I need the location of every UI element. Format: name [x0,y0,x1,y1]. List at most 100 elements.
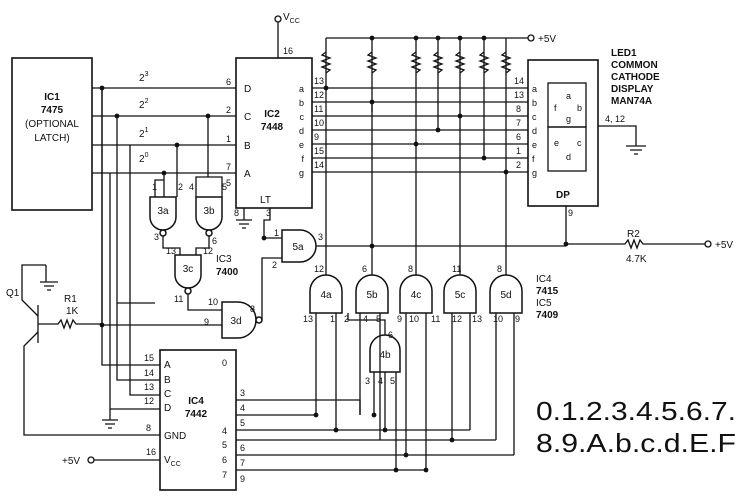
ic4-pin-13: 13 [144,382,154,392]
ic2-input-b: B [244,141,251,152]
ic2-input-d: D [244,84,251,95]
ic2-out-e: e [299,140,304,150]
ic3-name: IC3 [216,254,232,265]
ic4-gnd-label: GND [164,431,186,442]
bit-label-8: 23 [139,71,149,84]
gate-3c-pin-13: 13 [166,246,176,256]
bus-pin-11: 11 [314,104,323,114]
gate-5b-pin-4: 4 [363,314,368,324]
ic4-input-d: D [164,403,171,414]
bit-label-2: 21 [139,127,149,140]
gate-3b-pin-4: 4 [189,182,194,192]
led-seg-e: e [554,138,559,148]
ic4-ic5-label-4: 7409 [536,310,559,321]
ic2-input-c: C [244,112,251,123]
ic4-line-7: 7 [240,458,245,468]
bit-label-1: 20 [139,152,149,165]
ic1-note-1: (OPTIONAL [25,119,79,130]
gate-4b-pin-3: 3 [365,376,370,386]
ic4-pin-16: 16 [146,447,156,457]
led-pin-8: 8 [516,104,521,114]
ic2-out-f: f [301,154,304,164]
ic2-pin-1: 1 [226,134,231,144]
ic4-part: 7442 [185,409,208,420]
led-display: a b c d e f g a b f g e c d DP LED1 COMM… [527,48,733,265]
led-pin-14: 14 [514,76,524,86]
led-seg-label-b: b [532,98,537,108]
gate-3a-pin-1: 1 [152,182,157,192]
led-title-5: MAN74A [611,96,652,107]
ic2-out-a: a [299,84,304,94]
gate-3d-pin-10: 10 [208,297,218,307]
bus-pin-13: 13 [314,76,324,86]
gate-5b-pin-5: 5 [376,314,381,324]
gate-4b-label: 4b [379,350,391,361]
ic4-pin-12: 12 [144,396,154,406]
ic1-note-2: LATCH) [34,133,69,144]
gate-3a-pin-3: 3 [154,232,159,242]
led-seg-label-g: g [532,168,537,178]
ic2-part: 7448 [261,122,284,133]
gate-3b-pin-6: 6 [212,236,217,246]
led-seg-label-a: a [532,84,537,94]
gate-4c-label: 4c [411,290,422,301]
ic2-decoder: D C B A 6 2 1 7 5 IC2 7448 a b c d e f g… [226,12,313,239]
ic2-pin-7: 7 [226,162,231,172]
gate-4a-label: 4a [320,290,332,301]
bus-pin-10: 10 [314,118,324,128]
hex-digit-samples: 0.1.2.3.4.5.6.7. 8.9.A.b.c.d.E.F [536,396,736,458]
gate-4a-pin-2: 2 [344,314,349,324]
gate-4a-pin-1: 1 [330,314,335,324]
ic2-pin-16: 16 [283,46,293,56]
gate-5a-label: 5a [292,242,304,253]
gate-3c-pin-11: 11 [174,294,183,304]
led-cathode-pins: 4, 12 [605,114,625,124]
led-pin-13: 13 [514,90,524,100]
gate-5a-pin-2: 2 [272,260,277,270]
ic2-out-g: g [299,168,304,178]
gate-4b-pin-5: 5 [390,376,395,386]
led-seg-f: f [554,103,557,113]
ic4-pin-8: 8 [146,423,151,433]
ic4-line-6: 6 [240,443,245,453]
ic4-ic5-label-2: 7415 [536,286,559,297]
ic2-pin-2: 2 [226,105,231,115]
ic4-pin-14: 14 [144,368,154,378]
gate-3b-label: 3b [203,206,215,217]
bit-label-4: 22 [139,98,149,111]
gate-5a-pin-3: 3 [318,232,323,242]
gate-4b-pin-6: 6 [388,330,393,340]
gate-3d-pin-8: 8 [250,304,255,314]
led-pin-2: 2 [516,160,521,170]
led-seg-label-f: f [532,154,535,164]
q1-label: Q1 [6,288,20,299]
ic4-name: IC4 [188,396,204,407]
ic4-line-9: 9 [240,474,245,484]
gate-4c-pin-10: 10 [409,314,419,324]
ic2-pin-6: 6 [226,77,231,87]
gate-4c-pin-8: 8 [408,264,413,274]
led-title-3: CATHODE [611,72,660,83]
supply-r2: +5V [715,240,733,251]
ic4-ic5-label-1: IC4 [536,274,552,285]
ic1-name: IC1 [44,92,60,103]
ic4-out-7: 7 [222,470,227,480]
led-seg-c: c [577,138,582,148]
and-gate-row: 4a 12 13 1 5b 6 4 5 4c 8 9 10 11 5c 11 1… [303,88,559,470]
gate-3a-label: 3a [157,206,169,217]
ic4-decoder: IC4 7442 A B C D 15 14 13 12 GND 8 VCC 1… [62,88,514,491]
led-title-1: LED1 [611,48,637,59]
ic2-vcc: VCC [283,12,300,25]
ic4-vcc-label: VCC [164,455,181,468]
bus-pin-12: 12 [314,90,324,100]
ic4-line-5: 5 [240,418,245,428]
led-dp-label: DP [556,190,570,201]
led-pin-7: 7 [516,118,521,128]
bus-pin-14: 14 [314,160,324,170]
gate-5a: 5a 1 2 3 [261,228,566,270]
r1-value: 1K [66,306,79,317]
r1-name: R1 [64,294,77,305]
ic2-out-d: d [299,126,304,136]
gate-3b-pin-5: 5 [222,182,227,192]
